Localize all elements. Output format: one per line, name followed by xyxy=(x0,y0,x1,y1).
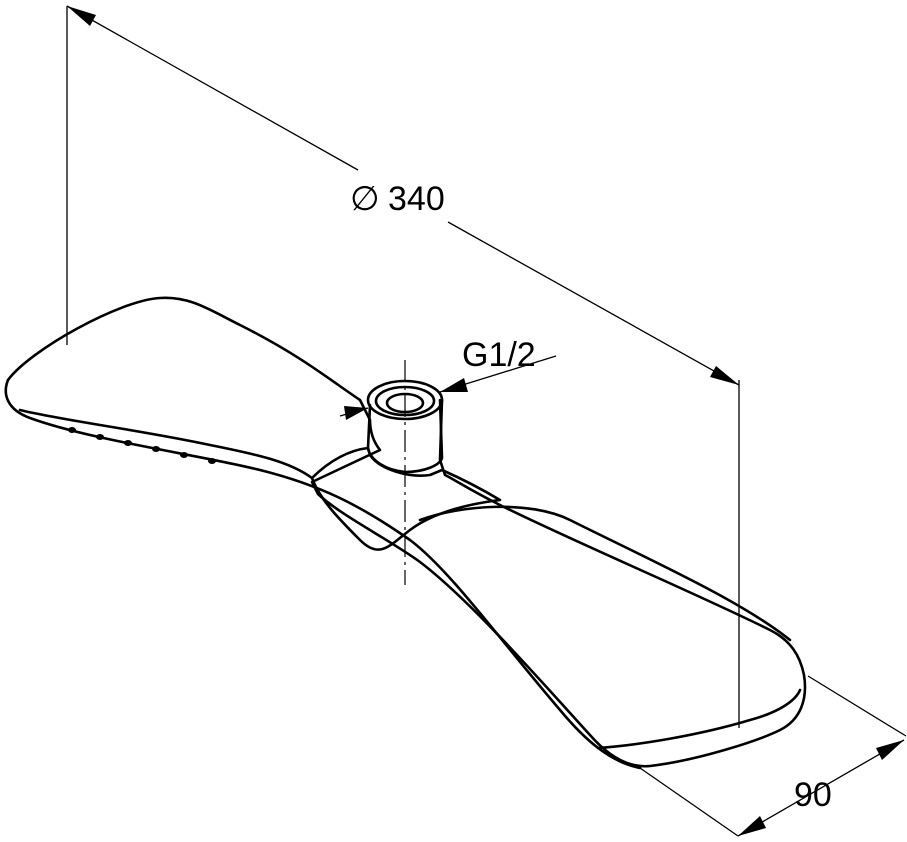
left-blade-underside xyxy=(4,378,642,770)
height-dimension-line xyxy=(737,739,905,837)
height-arrow-lower xyxy=(738,816,766,836)
thread-label: G1/2 xyxy=(462,336,536,374)
nozzle xyxy=(96,434,104,440)
right-blade-contour xyxy=(418,505,792,642)
diameter-dimension-line-upper xyxy=(66,5,359,171)
diameter-symbol: ∅ xyxy=(350,180,380,218)
diameter-arrow-right xyxy=(710,366,739,385)
height-extension-lower xyxy=(639,767,739,837)
nozzle xyxy=(180,452,188,458)
nozzle xyxy=(208,458,216,464)
height-value: 90 xyxy=(794,776,832,814)
height-dimension: 90 xyxy=(639,675,907,837)
diameter-arrow-left xyxy=(67,6,96,26)
nozzle xyxy=(124,440,132,446)
diameter-dimension: ∅ 340 xyxy=(66,5,740,386)
right-blade-edge xyxy=(596,688,802,750)
diameter-value: 340 xyxy=(388,180,445,218)
thread-arrow-right xyxy=(440,378,468,392)
thread-dimension: G1/2 xyxy=(339,336,557,420)
height-extension-upper xyxy=(807,675,907,737)
thread-arrow-left xyxy=(344,406,368,420)
diameter-dimension-line-lower xyxy=(447,221,740,386)
shower-head-outline xyxy=(6,296,807,768)
thread-connector xyxy=(366,360,444,585)
nozzle xyxy=(152,446,160,452)
nozzle-row xyxy=(68,427,216,464)
top-face-contour xyxy=(18,408,314,480)
height-arrow-upper xyxy=(876,740,904,760)
nozzle xyxy=(68,427,76,433)
